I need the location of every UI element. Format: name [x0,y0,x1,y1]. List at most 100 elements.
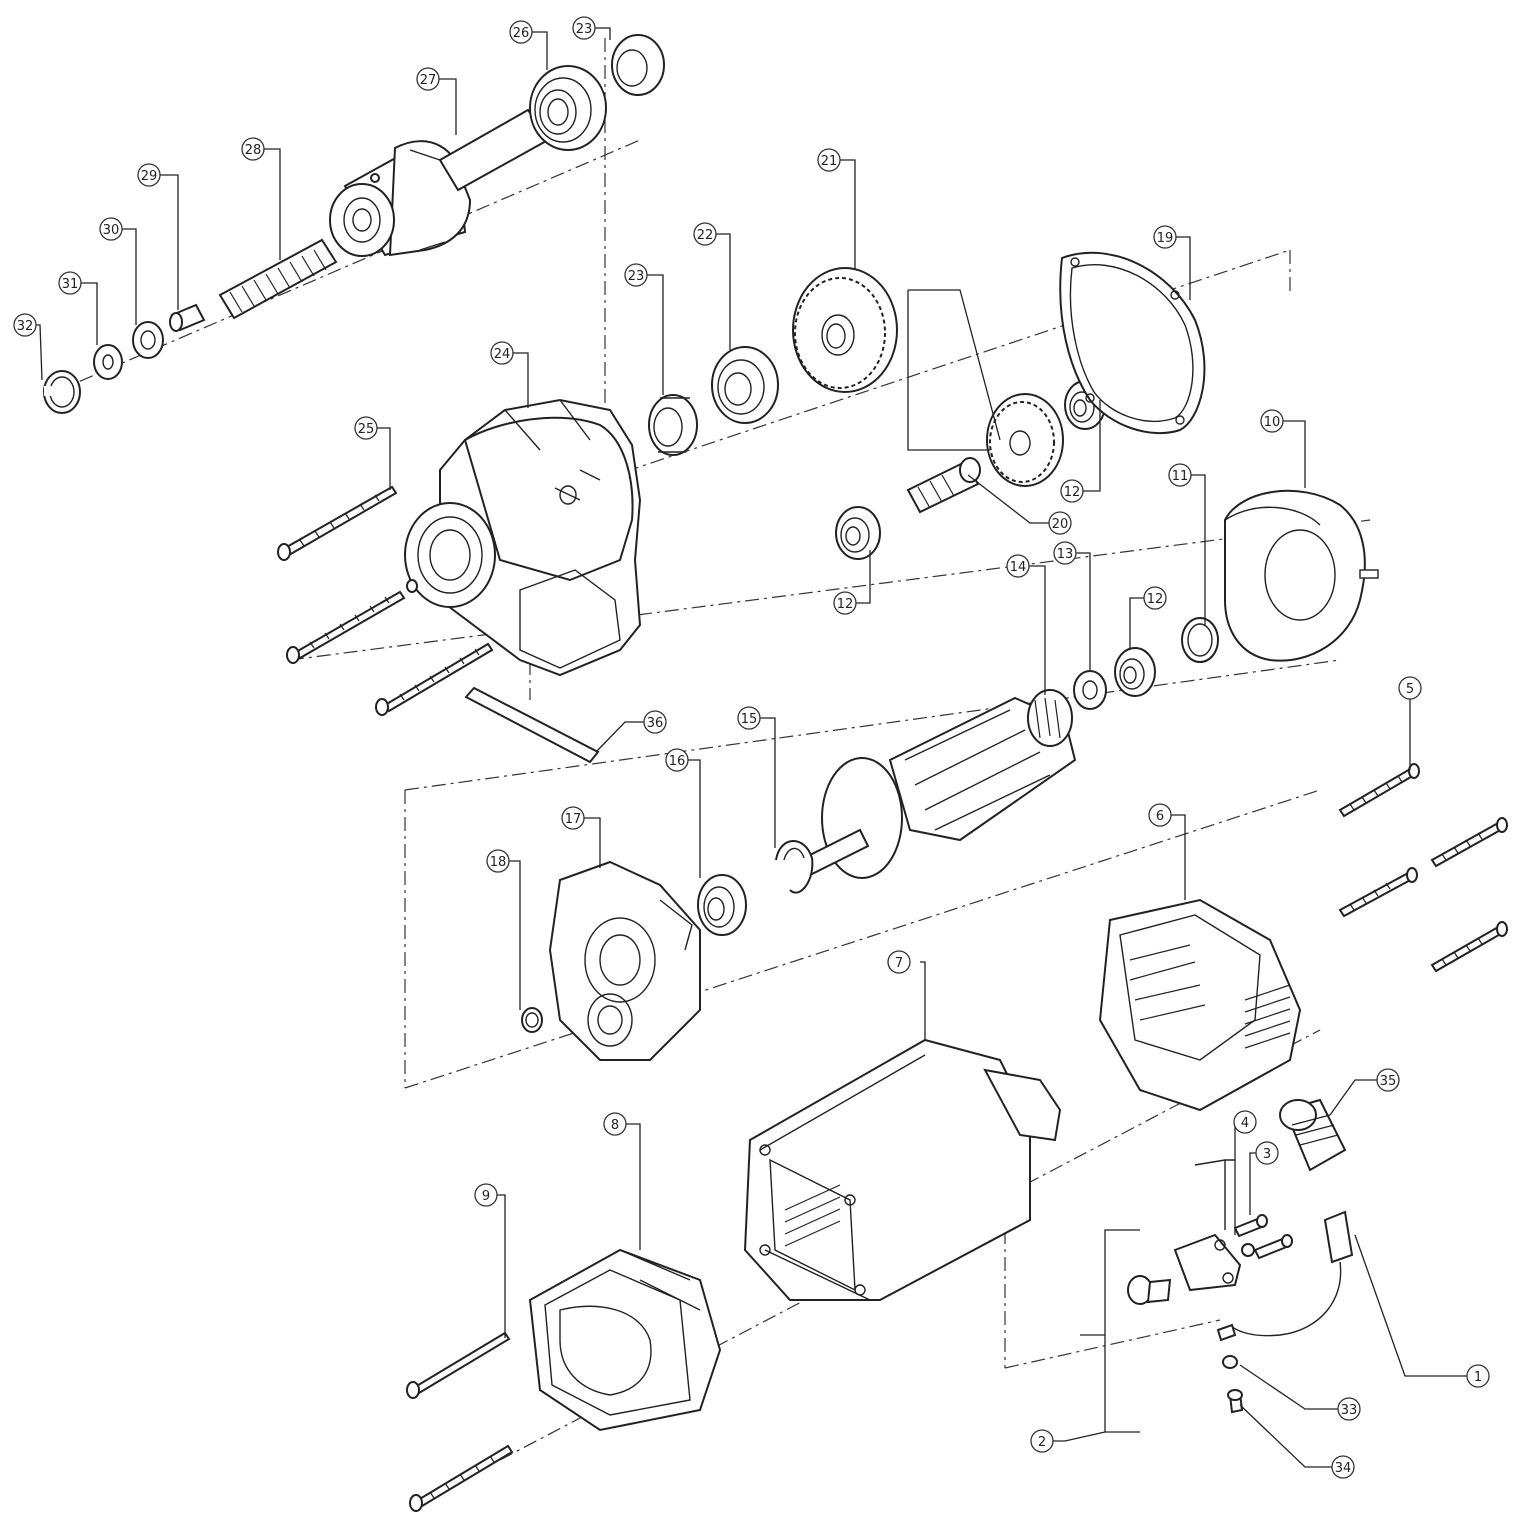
svg-text:12: 12 [1064,485,1081,500]
callout-31: 31 [58,271,82,295]
callout-17: 17 [561,806,585,830]
callout-9: 9 [474,1183,498,1207]
svg-text:34: 34 [1335,1461,1352,1476]
svg-text:19: 19 [1157,231,1174,246]
callout-33: 33 [1337,1397,1361,1421]
svg-text:26: 26 [513,26,530,41]
callout-36: 36 [643,710,667,734]
callout-22: 22 [693,222,717,246]
callout-26: 26 [509,20,533,44]
svg-text:10: 10 [1264,415,1281,430]
washer-13 [1073,670,1107,710]
callout-1: 1 [1466,1364,1490,1388]
svg-text:30: 30 [103,223,120,238]
bearing-16 [697,874,747,936]
callout-21: 21 [817,148,841,172]
svg-text:32: 32 [17,319,34,334]
svg-text:25: 25 [358,422,375,437]
svg-text:7: 7 [895,956,903,971]
callout-11: 11 [1168,463,1192,487]
washer-31 [93,344,123,380]
circlip-15 [775,840,814,894]
end-cap-6 [1098,898,1302,1112]
bearing-22 [711,346,779,424]
seal-23-middle [648,394,698,456]
circlip-32 [43,370,81,414]
callout-12-left: 12 [833,591,857,615]
callout-14: 14 [1006,554,1030,578]
callout-15: 15 [737,706,761,730]
chuck-27 [329,108,550,257]
screw-34 [1227,1389,1244,1414]
assembly-axes [54,38,1371,1461]
screw-5 [1338,763,1420,818]
carbon-brush [1127,1275,1172,1305]
svg-text:18: 18 [490,855,507,870]
key-36 [464,686,600,764]
gear-21 [792,267,898,393]
svg-text:23: 23 [576,22,593,37]
terminal-33 [1222,1355,1238,1369]
svg-text:31: 31 [62,277,79,292]
callout-10: 10 [1260,409,1284,433]
pin-29 [169,303,206,332]
svg-text:12: 12 [837,597,854,612]
callout-5: 5 [1398,676,1422,700]
svg-text:3: 3 [1263,1147,1271,1162]
gasket-19 [1059,251,1206,435]
callout-8: 8 [603,1112,627,1136]
callout-2: 2 [1030,1429,1054,1453]
callout-35: 35 [1376,1068,1400,1092]
callout-25: 25 [354,416,378,440]
svg-text:4: 4 [1241,1116,1249,1131]
svg-text:5: 5 [1406,682,1414,697]
svg-text:16: 16 [669,754,686,769]
callout-27: 27 [416,67,440,91]
ring-11 [1181,617,1219,663]
screws-25 [277,485,494,716]
svg-text:29: 29 [141,169,158,184]
callout-3: 3 [1255,1141,1279,1165]
svg-text:8: 8 [611,1118,619,1133]
bearing-26 [529,65,607,151]
svg-text:23: 23 [628,269,645,284]
svg-text:12: 12 [1147,592,1164,607]
svg-text:17: 17 [565,812,582,827]
svg-text:24: 24 [494,347,511,362]
svg-text:21: 21 [821,154,838,169]
bearing-12-left [835,506,881,560]
armature-14 [793,689,1077,879]
motor-housing-7 [743,1038,1062,1301]
callout-13: 13 [1053,541,1077,565]
svg-text:11: 11 [1172,469,1189,484]
brush-assembly-bracket-2 [1080,1229,1140,1433]
screws-9 [406,1331,514,1512]
svg-text:27: 27 [420,73,437,88]
callouts: 1 2 3 4 5 6 7 8 9 10 11 12 12 12 13 14 1… [13,16,1490,1479]
cable-gland-35 [1279,1098,1347,1172]
svg-text:28: 28 [245,143,262,158]
callout-16: 16 [665,748,689,772]
callout-34: 34 [1331,1455,1355,1479]
svg-text:20: 20 [1052,517,1069,532]
svg-text:22: 22 [697,228,714,243]
callout-18: 18 [486,849,510,873]
callout-23-middle: 23 [624,263,648,287]
callout-23-top: 23 [572,16,596,40]
seal-23-top [611,34,665,96]
svg-text:6: 6 [1156,809,1164,824]
callout-19: 19 [1153,225,1177,249]
svg-text:1: 1 [1474,1370,1482,1385]
gear-shaft-20 [906,393,1064,514]
callout-32: 32 [13,313,37,337]
bearing-plate-17 [548,860,701,1061]
svg-text:14: 14 [1010,560,1027,575]
field-ring-10 [1224,489,1379,662]
callout-4: 4 [1233,1110,1257,1134]
callout-28: 28 [241,137,265,161]
callout-12-right: 12 [1143,586,1167,610]
svg-text:35: 35 [1380,1074,1397,1089]
stator-8 [528,1248,722,1432]
callout-29: 29 [137,163,161,187]
